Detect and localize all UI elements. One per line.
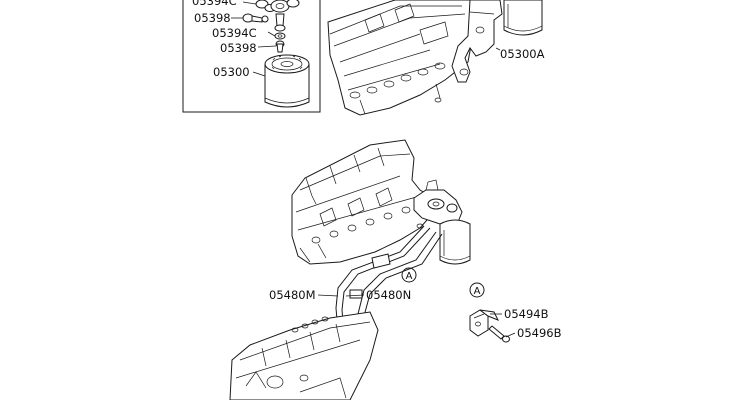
svg-text:A: A [474, 286, 481, 297]
inset-washer-bolt-group [255, 0, 300, 32]
bolt-05496b [488, 325, 510, 343]
inset-washer-05394c [274, 32, 286, 40]
callout-05496b: 05496B [517, 326, 562, 340]
upper-engine-block [327, 0, 473, 116]
bracket-05494b [469, 309, 500, 337]
callout-05300a: 05300A [500, 47, 545, 61]
detail-marker-a-bracket: A [469, 282, 485, 298]
upper-oil-filter [503, 0, 543, 36]
middle-oil-filter [439, 219, 471, 265]
lower-engine-block [229, 311, 379, 401]
inset-bolt-05398 [242, 13, 269, 23]
callout-05480n: 05480N [366, 288, 411, 302]
callout-05398-b: 05398 [220, 41, 257, 55]
callout-05300: 05300 [213, 65, 250, 79]
detail-inset-box [182, 0, 321, 113]
callout-05494b: 05494B [504, 307, 549, 321]
callout-05480m: 05480M [269, 288, 316, 302]
leader-lines [231, 1, 516, 338]
inset-bolt-05398-lower [275, 40, 285, 53]
inset-oil-filter [264, 54, 310, 108]
callout-05398-a: 05398 [194, 11, 231, 25]
callout-05394c-top: 05394C [192, 0, 237, 8]
middle-engine-block [291, 139, 435, 265]
callout-05394c-b: 05394C [212, 26, 257, 40]
detail-marker-a-pipe: A [401, 267, 417, 283]
upper-filter-bracket [451, 0, 503, 83]
svg-text:A: A [406, 271, 413, 282]
